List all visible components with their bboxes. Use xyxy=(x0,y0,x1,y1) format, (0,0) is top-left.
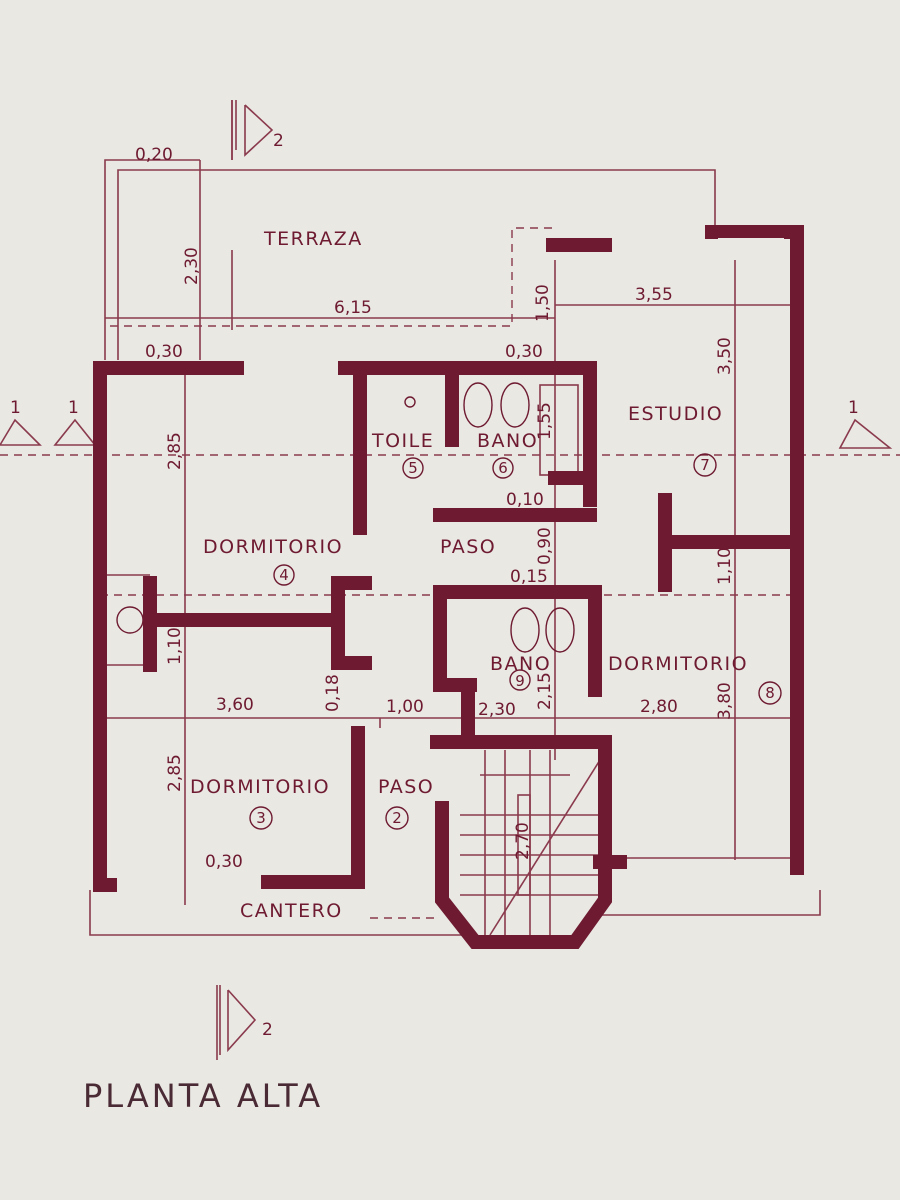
walls xyxy=(93,225,804,949)
dim: 1,10 xyxy=(715,547,735,585)
dim: 6,15 xyxy=(334,298,372,318)
room-number-2: 2 xyxy=(392,809,402,827)
section-marker-bottom: 2 xyxy=(262,1020,273,1040)
dim: 0,10 xyxy=(506,490,544,510)
dim: 3,80 xyxy=(715,682,735,720)
section-marker-left: 1 xyxy=(10,398,21,418)
room-number-9: 9 xyxy=(515,672,525,690)
dim: 0,30 xyxy=(145,342,183,362)
room-dormitorio-8: DORMITORIO xyxy=(608,653,748,675)
dim: 1,10 xyxy=(165,627,185,665)
room-cantero: CANTERO xyxy=(240,900,343,922)
dim: 2,85 xyxy=(165,432,185,470)
room-number-5: 5 xyxy=(408,459,418,477)
dim: 1,50 xyxy=(533,284,553,322)
room-toile: TOILE xyxy=(371,430,434,452)
dim: 0,20 xyxy=(135,145,173,165)
dim: 3,50 xyxy=(715,337,735,375)
dim: 3,60 xyxy=(216,695,254,715)
room-dormitorio-3: DORMITORIO xyxy=(190,776,330,798)
section-marker-right: 1 xyxy=(848,398,859,418)
room-paso-2: PASO xyxy=(378,776,434,798)
room-number-6: 6 xyxy=(498,459,508,477)
section-marker-left-2: 1 xyxy=(68,398,79,418)
dim: 0,90 xyxy=(535,527,555,565)
dim: 3,55 xyxy=(635,285,673,305)
dim: 2,70 xyxy=(513,822,533,860)
dim: 0,18 xyxy=(323,674,343,712)
dim: 0,30 xyxy=(505,342,543,362)
room-paso: PASO xyxy=(440,536,496,558)
dim: 2,80 xyxy=(640,697,678,717)
dim: 2,85 xyxy=(165,754,185,792)
room-number-3: 3 xyxy=(256,809,266,827)
plan-title: PLANTA ALTA xyxy=(83,1077,323,1115)
dim: 1,55 xyxy=(535,402,555,440)
dim: 1,00 xyxy=(386,697,424,717)
room-bano-6: BANO xyxy=(477,430,538,452)
stair-treads xyxy=(460,750,605,936)
room-number-8: 8 xyxy=(765,684,775,702)
dim: 2,30 xyxy=(478,700,516,720)
dim: 2,15 xyxy=(535,672,555,710)
room-number-4: 4 xyxy=(279,566,289,584)
dimensions: 0,20 2,30 6,15 1,50 3,55 0,30 0,30 3,50 … xyxy=(135,145,735,872)
section-marker-top: 2 xyxy=(273,131,284,151)
room-terraza: TERRAZA xyxy=(263,228,363,250)
room-dormitorio-4: DORMITORIO xyxy=(203,536,343,558)
dim: 0,30 xyxy=(205,852,243,872)
room-bano-9: BANO xyxy=(490,653,551,675)
room-estudio: ESTUDIO xyxy=(628,403,723,425)
dim: 2,30 xyxy=(182,247,202,285)
dim: 0,15 xyxy=(510,567,548,587)
room-number-7: 7 xyxy=(700,456,710,474)
